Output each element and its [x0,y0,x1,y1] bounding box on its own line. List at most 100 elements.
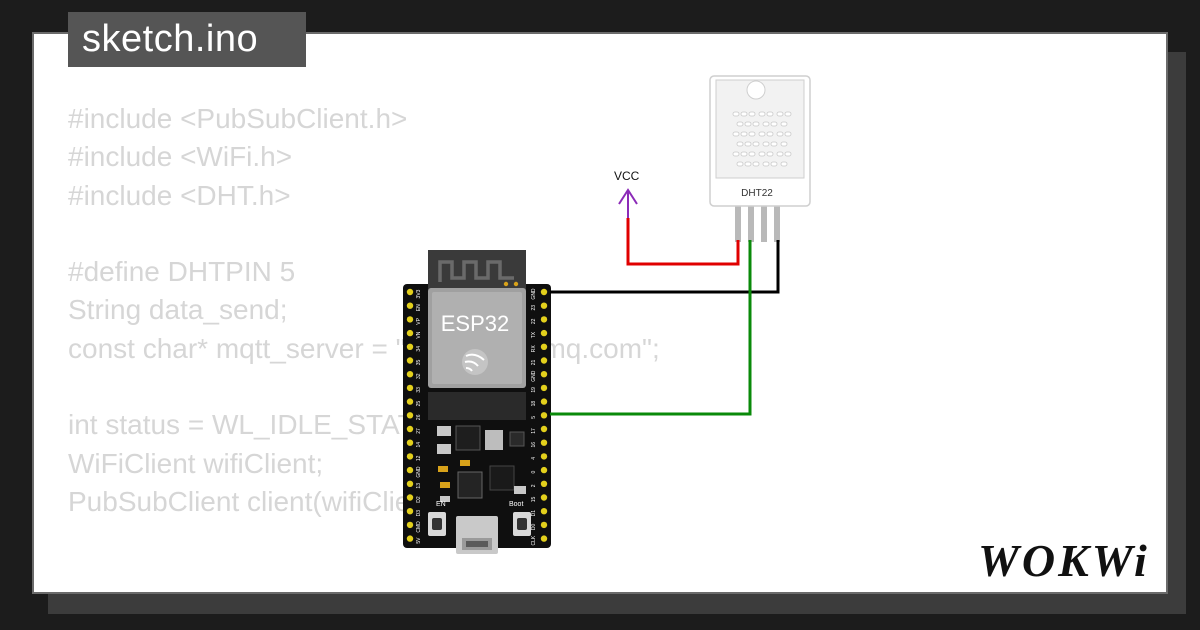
pin-pad[interactable] [406,508,414,515]
pin-pad[interactable] [406,521,414,529]
pin-label: 4 [531,457,537,460]
pin-label: CMD [416,521,422,533]
pin-pad[interactable] [540,453,548,460]
pin-label: 5 [531,416,537,419]
pin-label: 19 [531,387,537,393]
file-name-tab[interactable]: sketch.ino [68,12,306,67]
pin-pad[interactable] [406,302,414,309]
pin-pad[interactable] [406,343,414,350]
pin-label: D2 [416,496,422,503]
wire-data[interactable] [550,240,752,416]
grille-slot [762,141,770,147]
pin-pad[interactable] [540,535,548,542]
wokwi-logo: WOKWi [978,535,1150,586]
pin-pad[interactable] [540,329,548,337]
pin-pad[interactable] [406,288,414,296]
pin-pad[interactable] [406,466,414,474]
grille-slot [766,131,774,137]
grille-slot [732,111,740,117]
pin-label: 35 [416,360,422,366]
pin-pad[interactable] [540,480,548,487]
grille-slot [748,111,756,117]
grille-slot [740,151,748,157]
pin-pad[interactable] [406,316,414,323]
pin-pad[interactable] [540,357,548,364]
pin-pad[interactable] [406,371,414,378]
grille-slot [732,151,740,157]
pin-pad[interactable] [540,508,548,515]
vcc-label: VCC [614,169,640,183]
pin-label: VP [416,317,422,324]
grille-slot [766,151,774,157]
pin-pad[interactable] [406,398,414,405]
pin-pad[interactable] [540,439,548,446]
pin-pad[interactable] [406,494,414,501]
pin-label: 12 [416,455,422,461]
pin-label: 2 [531,484,537,487]
code-line: #include <PubSubClient.h> [68,103,408,134]
grille-slot [752,161,760,167]
pin-label: D0 [531,523,537,530]
pin-label: 3V3 [416,289,422,298]
grille-slot [776,151,784,157]
sensor-pin-vcc [735,204,741,242]
esp32-board[interactable]: ESP32 EN Boot 3 [403,250,551,554]
grille-slot [780,121,788,127]
pin-pad[interactable] [540,343,548,350]
pin-label: D1 [531,510,537,517]
pin-pad[interactable] [406,453,414,460]
pin-pad[interactable] [540,466,548,474]
pin-label: TX [531,331,537,338]
sensor-pin-nc [761,204,767,242]
grille-slot [758,111,766,117]
pin-pad[interactable] [406,329,414,337]
pin-label: 0 [531,470,537,473]
boot-button-label: Boot [509,501,523,508]
dht22-sensor[interactable]: DHT22 [709,75,811,242]
pin-pad[interactable] [406,480,414,487]
pin-pad[interactable] [540,302,548,309]
grille-slot [780,161,788,167]
pin-label: GND [531,288,537,300]
pin-label: EN [416,304,422,311]
pin-label: 13 [416,483,422,489]
grille-slot [784,111,792,117]
wire-vcc[interactable] [626,218,740,266]
pin-pad[interactable] [406,384,414,392]
pin-label: 23 [531,305,537,311]
sensor-pin-data [748,204,754,242]
pin-label: GND [416,466,422,478]
sensor-grille [732,111,792,167]
pin-pad[interactable] [406,425,414,433]
grille-slot [732,131,740,137]
pin-pad[interactable] [540,412,548,419]
pin-pad[interactable] [406,535,414,542]
code-line: #define DHTPIN 5 [68,256,296,288]
pin-label: 26 [416,414,422,420]
pin-pad[interactable] [540,425,548,433]
pin-pad[interactable] [540,494,548,501]
sensor-pin-gnd [774,204,780,242]
pin-label: 15 [531,497,537,503]
module-pads [428,392,526,420]
pin-pad[interactable] [406,412,414,419]
wire-ground[interactable] [550,240,780,294]
pin-label: CLK [531,535,537,545]
pin-pad[interactable] [406,439,414,446]
code-line: int status = WL_IDLE_STATUS; [68,409,462,441]
pin-pad[interactable] [540,316,548,323]
pin-pad[interactable] [540,384,548,392]
pin-pad[interactable] [540,288,548,296]
pin-label: 18 [531,401,537,407]
pin-pad[interactable] [406,357,414,364]
grille-slot [780,141,788,147]
pin-pad[interactable] [540,398,548,405]
brand-text: WOKWi [978,535,1150,586]
pin-label: 17 [531,428,537,434]
grille-slot [762,121,770,127]
pin-pad[interactable] [540,371,548,378]
pin-pad[interactable] [540,521,548,529]
grille-slot [740,111,748,117]
